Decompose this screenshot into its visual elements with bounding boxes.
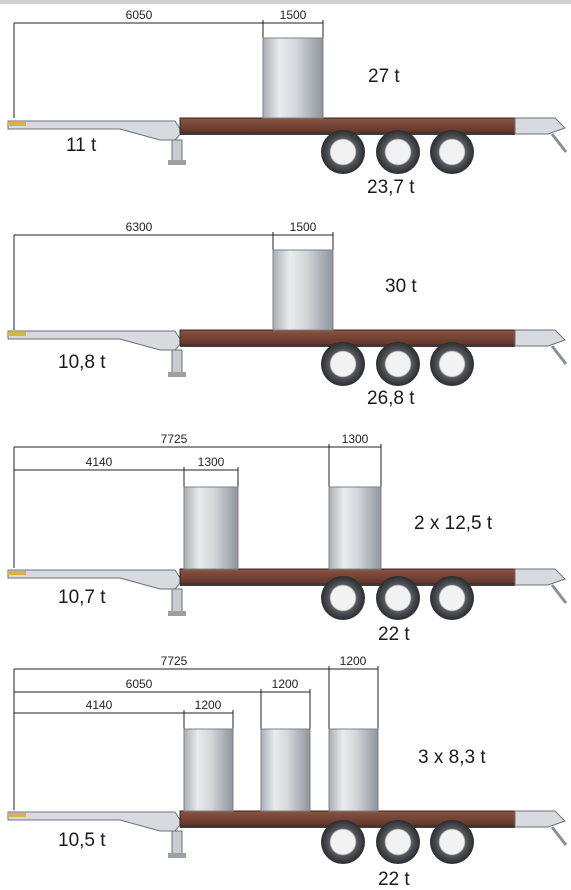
steel-coil <box>183 486 239 570</box>
axle-wheels <box>321 576 474 620</box>
dim-length-6050: 6050 <box>126 677 153 691</box>
trailer-chassis <box>7 810 568 858</box>
wheel <box>321 130 365 174</box>
axle-wheels <box>321 820 474 864</box>
axle-load: 22 t <box>378 869 410 890</box>
top-border <box>0 0 571 4</box>
wheel <box>430 820 474 864</box>
dim-coil-width: 1200 <box>195 698 222 712</box>
wheel <box>376 820 420 864</box>
steel-coil <box>328 486 382 570</box>
dim-coil-width: 1300 <box>342 432 369 446</box>
dim-coil-width: 1500 <box>280 8 307 22</box>
wheel <box>321 820 365 864</box>
wheel <box>321 576 365 620</box>
axle-load: 26,8 t <box>367 388 415 409</box>
wheel <box>376 342 420 386</box>
dim-length-7725: 7725 <box>161 432 188 446</box>
kingpin-load: 10,5 t <box>58 830 106 851</box>
cargo-load: 27 t <box>368 66 400 87</box>
cargo-load: 2 x 12,5 t <box>414 513 493 534</box>
wheel <box>430 342 474 386</box>
kingpin-load: 10,7 t <box>58 587 106 608</box>
wheel <box>321 342 365 386</box>
steel-coil <box>262 37 324 119</box>
dim-length-4140: 4140 <box>86 455 113 469</box>
scenario-4: 7725 6050 4140 1200 1200 1200 3 x 8,3 t … <box>7 654 568 890</box>
axle-load: 23,7 t <box>367 177 415 198</box>
steel-coil <box>260 728 311 812</box>
steel-coil <box>272 249 334 331</box>
dim-coil-width: 1200 <box>340 654 367 668</box>
steel-coil <box>328 728 379 812</box>
kingpin-load: 10,8 t <box>58 352 106 373</box>
kingpin-load: 11 t <box>66 135 97 156</box>
dim-length-4140: 4140 <box>86 698 113 712</box>
dim-length-6050: 6050 <box>126 8 153 22</box>
scenario-1: 6050 1500 27 t 11 t 23,7 t <box>7 8 568 198</box>
wheel <box>430 130 474 174</box>
scenario-3: 7725 4140 1300 1300 2 x 12,5 t 10,7 t 22… <box>7 432 568 645</box>
axle-wheels <box>321 342 474 386</box>
dim-coil-width: 1500 <box>290 220 317 234</box>
steel-coil <box>183 728 234 812</box>
axle-load: 22 t <box>378 624 410 645</box>
scenario-2: 6300 1500 30 t 10,8 t 26,8 t <box>7 220 568 409</box>
wheel <box>376 576 420 620</box>
dim-length-6300: 6300 <box>126 220 153 234</box>
dim-coil-width: 1200 <box>272 677 299 691</box>
cargo-load: 3 x 8,3 t <box>418 747 486 768</box>
axle-wheels <box>321 130 474 174</box>
cargo-load: 30 t <box>385 276 417 297</box>
dim-coil-width: 1300 <box>198 455 225 469</box>
dim-length-7725: 7725 <box>161 654 188 668</box>
wheel <box>430 576 474 620</box>
wheel <box>376 130 420 174</box>
